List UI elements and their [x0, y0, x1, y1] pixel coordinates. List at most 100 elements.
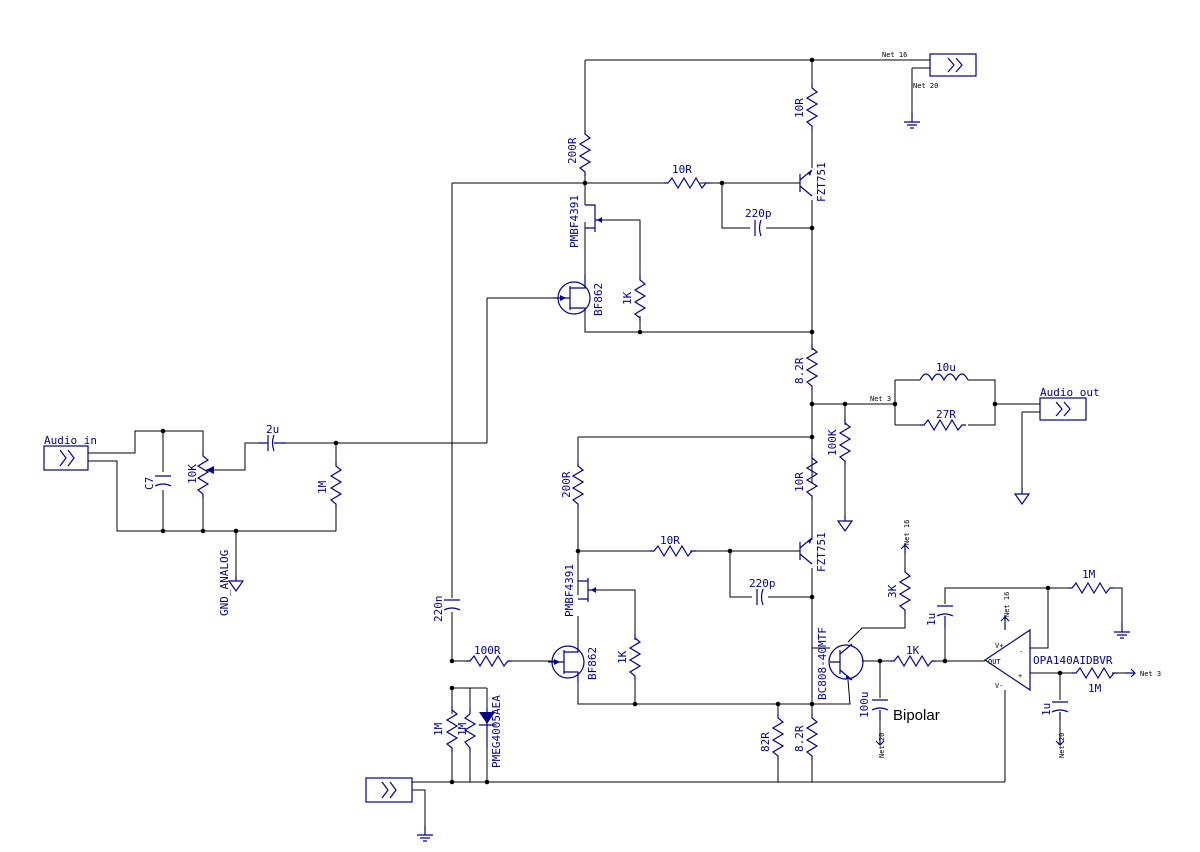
net20-label: Net 20	[913, 82, 938, 90]
inductor-10u-label: 10u	[936, 361, 956, 374]
capacitor-1u-b	[1051, 701, 1069, 720]
pot-10k-label: 10K	[186, 464, 199, 484]
opamp-plus-label: +	[1018, 672, 1022, 680]
res-10r-rail-bot-label: 10R	[793, 472, 806, 492]
pmbf4391-bot-label: PMBF4391	[563, 564, 576, 617]
resistor-3k	[899, 567, 911, 615]
cap-2u-label: 2u	[266, 423, 279, 436]
opamp-out-label: OUT	[988, 658, 1001, 666]
net20-b-label: Net 20	[878, 733, 886, 758]
res-10r-rail-top-label: 10R	[793, 98, 806, 118]
net3-b-label: Net 3	[1140, 670, 1161, 678]
opamp-vminus-label: V-	[995, 682, 1003, 690]
net3-label: Net 3	[870, 395, 891, 403]
res-200r-top-label: 200R	[566, 137, 579, 164]
res-100k-label: 100K	[826, 429, 839, 456]
res-27r-label: 27R	[936, 408, 956, 421]
resistor-1k-bot	[629, 633, 641, 681]
audio-out-label: Audio out	[1040, 386, 1100, 399]
resistor-10r-bot	[649, 545, 697, 557]
cap-220p-bot-label: 220p	[749, 577, 776, 590]
cap-100u-label: 100u	[858, 692, 871, 719]
audio-in-label: Audio_in	[44, 434, 97, 447]
bipolar-label: Bipolar	[893, 707, 940, 724]
analog-ground-icon	[228, 574, 244, 592]
res-1m-b-label: 1M	[456, 722, 469, 736]
resistor-10r-top-rail	[806, 83, 818, 131]
opamp-vplus-label: V+	[995, 642, 1003, 650]
wires	[88, 59, 1125, 825]
res-1m-out-label: 1M	[1088, 682, 1102, 695]
gnd-analog-label: GND_ANALOG	[218, 550, 231, 616]
power-connector-symbol	[929, 53, 977, 77]
inductor-10u	[919, 373, 969, 382]
ground-connector-symbol	[365, 777, 413, 803]
cap-1u-b-label: 1u	[1040, 703, 1053, 716]
audio-out-connector-symbol	[1039, 397, 1087, 421]
transistor-fzt751-top	[799, 169, 813, 197]
res-100r-label: 100R	[474, 644, 501, 657]
cap-220p-top-label: 220p	[745, 207, 772, 220]
capacitor-2u	[258, 434, 286, 452]
capacitor-220n	[443, 599, 461, 611]
opamp-label: OPA140AIDBVR	[1033, 654, 1113, 667]
resistor-1m-b	[463, 688, 477, 782]
res-1k-bot-label: 1K	[616, 650, 629, 664]
capacitor-100u	[871, 699, 889, 720]
resistor-200r-top	[579, 129, 591, 177]
res-1m-fb-label: 1M	[1082, 568, 1096, 581]
fet-pmbf4391-top	[585, 204, 602, 232]
resistor-1m-out	[1071, 667, 1119, 679]
fzt751-top-label: FZT751	[815, 162, 828, 202]
res-1m-in-label: 1M	[316, 480, 329, 494]
labels: Audio_in Audio out GND_ANALOG Bipolar C7…	[44, 51, 1161, 768]
res-1m-a-label: 1M	[432, 722, 445, 736]
potentiometer-10k	[197, 451, 214, 499]
jfet-bf862-bot	[548, 645, 585, 682]
net20-c-label: Net 20	[1058, 733, 1066, 758]
res-1k-op-label: 1K	[906, 644, 920, 657]
capacitor-220p-bot	[756, 588, 764, 606]
capacitor-220p-top	[754, 219, 762, 237]
c7-label: C7	[143, 477, 156, 490]
jfet-bf862-top	[553, 275, 591, 315]
pmbf4391-top-label: PMBF4391	[568, 195, 581, 248]
audio-in-connector-symbol	[43, 445, 89, 471]
fet-pmbf4391-bot	[578, 578, 596, 602]
resistor-82r	[772, 713, 784, 761]
net-arrows	[875, 544, 1136, 746]
resistor-1m-in	[330, 461, 342, 509]
opamp-opa140	[983, 628, 1031, 692]
resistor-1k-op	[889, 655, 937, 667]
res-1k-top-label: 1K	[621, 291, 634, 305]
ground-icon	[1113, 621, 1131, 639]
net16-b-label: Net 16	[903, 520, 911, 545]
res-3k-label: 3K	[886, 584, 899, 598]
resistor-100r	[465, 655, 513, 667]
resistor-100k	[839, 418, 851, 466]
resistor-1m-fb	[1067, 582, 1115, 594]
bf862-bot-label: BF862	[586, 647, 599, 680]
analog-ground-icon	[837, 514, 853, 532]
fzt751-bot-label: FZT751	[815, 532, 828, 572]
resistor-27r	[919, 419, 967, 431]
transistor-bc808	[828, 643, 864, 681]
ground-icon	[903, 111, 921, 129]
diode-pmeg4005aea	[479, 708, 495, 748]
bf862-top-label: BF862	[592, 283, 605, 316]
cap-220n-label: 220n	[432, 596, 445, 623]
cap-1u-a-label: 1u	[925, 613, 938, 626]
capacitor-1u-a	[936, 605, 954, 628]
junctions	[160, 57, 1063, 785]
res-8-2r-mid-label: 8.2R	[793, 357, 806, 384]
analog-ground-icon	[1014, 487, 1030, 505]
resistor-1k-top	[634, 275, 646, 323]
res-8-2r-bot-label: 8.2R	[793, 725, 806, 752]
res-10r-bot-label: 10R	[660, 534, 680, 547]
capacitor-c7	[154, 475, 172, 487]
resistor-200r-bot	[572, 461, 584, 509]
net16-c-label: Net 16	[1003, 592, 1011, 617]
bc808-label: BC808-40MTF	[816, 627, 829, 700]
ground-icon	[416, 824, 434, 842]
